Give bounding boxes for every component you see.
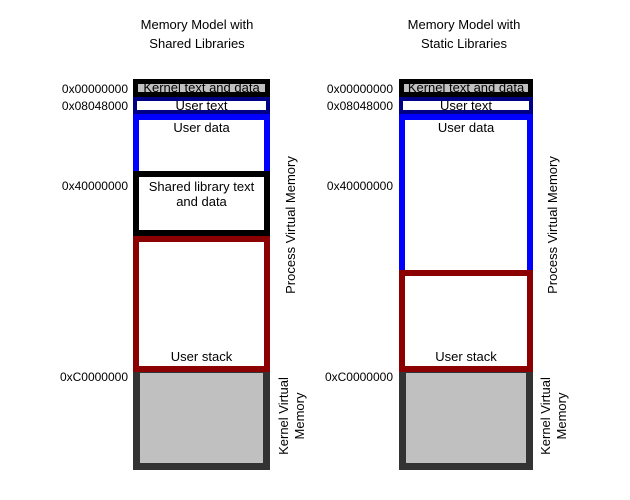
left-kernel-text-label: Kernel text and data xyxy=(143,80,260,95)
right-kernel-vm-side-line2: Memory xyxy=(554,392,569,440)
right-addr-user-text: 0x08048000 xyxy=(326,99,393,113)
right-addr-kernel-vm: 0xC0000000 xyxy=(324,370,393,384)
right-title-line2: Static Libraries xyxy=(421,36,507,51)
left-kernel-vm-side-line2: Memory xyxy=(292,392,307,440)
left-addr-kernel-vm: 0xC0000000 xyxy=(59,370,128,384)
left-addr-kernel-text: 0x00000000 xyxy=(61,82,128,96)
left-title-line2: Shared Libraries xyxy=(149,36,245,51)
right-kernel-text-label: Kernel text and data xyxy=(407,80,525,95)
left-shared-lib-line2: and data xyxy=(176,194,227,209)
left-kernel-text-box: Kernel text and data xyxy=(133,79,270,97)
right-addr-shared-lib: 0x40000000 xyxy=(326,179,393,193)
left-kernel-vm-side-line1: Kernel Virtual xyxy=(276,377,291,455)
left-process-vm-side-label: Process Virtual Memory xyxy=(283,156,298,294)
right-user-stack-box: User stack xyxy=(399,270,533,372)
left-addr-user-text: 0x08048000 xyxy=(61,99,128,113)
left-user-text-box: User text xyxy=(133,97,270,114)
left-user-text-label: User text xyxy=(175,97,228,113)
right-kernel-text-box: Kernel text and data xyxy=(399,79,533,97)
right-user-data-label: User data xyxy=(437,120,495,135)
right-diagram-title: Memory Model with Static Libraries xyxy=(354,15,574,53)
left-kernel-vm-side-label: Kernel Virtual Memory xyxy=(276,336,308,496)
left-user-data-box: User data xyxy=(133,114,270,177)
right-user-text-label: User text xyxy=(439,97,492,113)
right-kernel-vm-side-label: Kernel Virtual Memory xyxy=(538,336,570,496)
right-kernel-vm-box xyxy=(399,366,533,470)
left-shared-lib-box: Shared library text and data xyxy=(133,171,270,236)
left-diagram-title: Memory Model with Shared Libraries xyxy=(87,15,307,53)
left-user-data-label: User data xyxy=(173,120,230,135)
left-shared-lib-line1: Shared library text xyxy=(148,179,255,194)
right-user-data-box: User data xyxy=(399,114,533,276)
left-user-stack-label: User stack xyxy=(170,349,233,364)
left-shared-lib-label: Shared library text and data xyxy=(139,177,264,209)
right-process-vm-side-label: Process Virtual Memory xyxy=(545,156,560,294)
left-kernel-vm-box xyxy=(133,366,270,470)
right-user-text-box: User text xyxy=(399,97,533,114)
left-title-line1: Memory Model with xyxy=(140,17,254,32)
right-user-stack-label: User stack xyxy=(435,349,497,364)
left-user-stack-box: User stack xyxy=(133,236,270,372)
left-addr-shared-lib: 0x40000000 xyxy=(61,179,128,193)
right-kernel-vm-side-line1: Kernel Virtual xyxy=(538,377,553,455)
right-addr-kernel-text: 0x00000000 xyxy=(326,82,393,96)
right-title-line1: Memory Model with xyxy=(407,17,521,32)
